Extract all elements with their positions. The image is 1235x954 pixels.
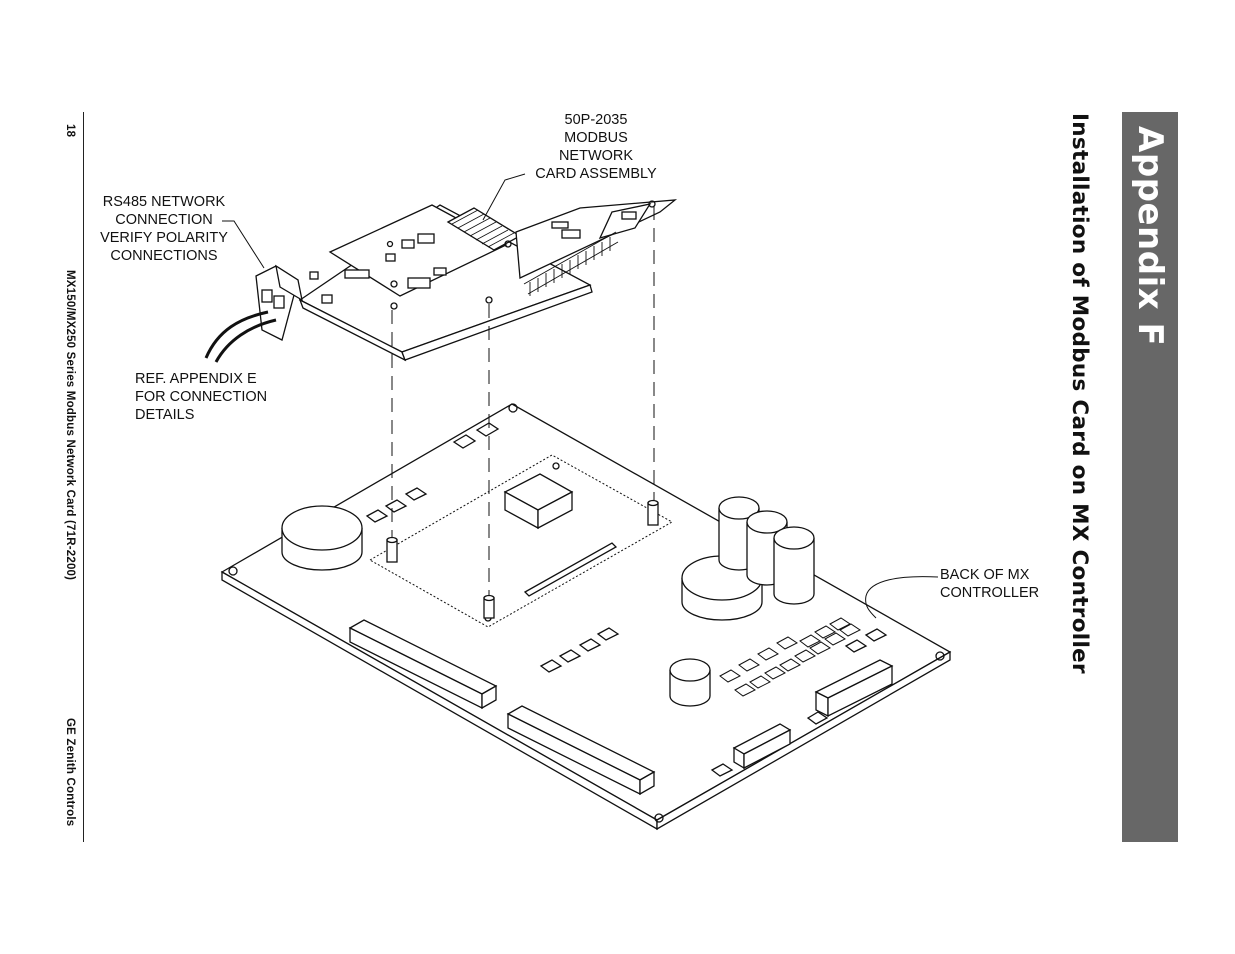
appendix-banner: Appendix F — [1122, 112, 1178, 842]
callout-text: CONNECTIONS — [110, 248, 217, 264]
connector — [506, 705, 656, 796]
capacitor-large — [281, 505, 363, 571]
page-number: 18 — [64, 124, 76, 138]
callout-text: CARD ASSEMBLY — [535, 166, 657, 182]
callout-back-of-mx: BACK OF MX CONTROLLER — [940, 567, 1039, 601]
section-heading: Installation of Modbus Card on MX Contro… — [1067, 113, 1092, 674]
leader-lines — [222, 173, 939, 619]
callout-text: RS485 NETWORK — [103, 194, 226, 210]
callout-text: NETWORK — [559, 148, 633, 164]
connector — [348, 619, 498, 710]
footer-rule — [83, 112, 84, 842]
callout-card-assembly: 50P-2035 MODBUS NETWORK CARD ASSEMBLY — [535, 112, 657, 182]
page-footer: 18 MX150/MX250 Series Modbus Network Car… — [57, 112, 84, 842]
standoff — [483, 594, 495, 619]
alignment-guides — [391, 206, 655, 596]
company-name: GE Zenith Controls — [64, 718, 76, 827]
callout-text: CONTROLLER — [940, 585, 1039, 601]
mx-controller-board — [220, 403, 952, 831]
capacitor-tall — [773, 526, 815, 605]
standoff — [386, 536, 398, 563]
callout-text: BACK OF MX — [940, 567, 1030, 583]
connector — [732, 723, 792, 770]
connector — [814, 659, 894, 718]
callout-text: DETAILS — [135, 407, 194, 423]
appendix-title: Appendix F — [1130, 126, 1170, 347]
callout-rs485: RS485 NETWORK CONNECTION VERIFY POLARITY… — [100, 194, 228, 264]
rs485-terminal-block — [255, 264, 303, 341]
pin-header — [523, 231, 619, 296]
callout-text: 50P-2035 — [565, 112, 628, 128]
modbus-card-assembly — [204, 199, 678, 363]
callout-text: VERIFY POLARITY — [100, 230, 228, 246]
standoff — [647, 499, 659, 526]
callout-text: REF. APPENDIX E — [135, 371, 257, 387]
capacitor-small — [669, 658, 711, 707]
callout-text: FOR CONNECTION — [135, 389, 267, 405]
callout-ref-appendix: REF. APPENDIX E FOR CONNECTION DETAILS — [135, 371, 267, 423]
callout-text: CONNECTION — [115, 212, 212, 228]
document-title: MX150/MX250 Series Modbus Network Card (… — [64, 270, 76, 581]
callout-text: MODBUS — [564, 130, 628, 146]
